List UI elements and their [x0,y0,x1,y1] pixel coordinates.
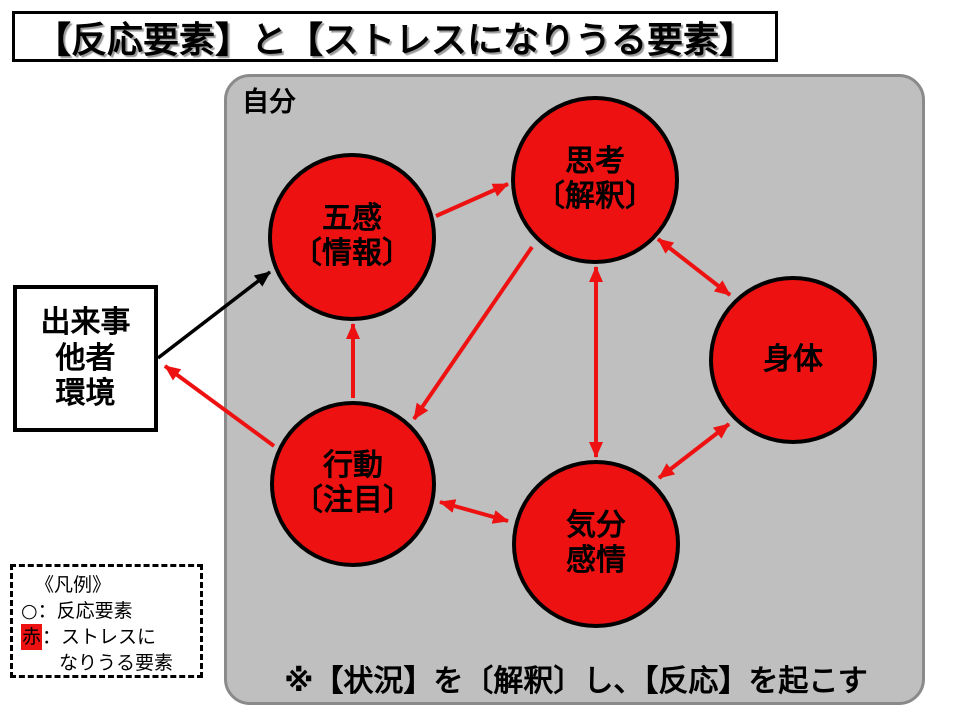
legend-item-stress: 赤：ストレスに [21,624,196,650]
legend-item1-label: 反応要素 [56,600,133,622]
legend-item-reaction: ○：反応要素 [21,598,196,624]
node-thinking-line1: 思考 [565,144,625,180]
node-body: 身体 [709,276,877,444]
node-thinking: 思考 〔解釈〕 [511,96,679,264]
page-title: 【反応要素】と【ストレスになりうる要素】 [34,19,755,61]
legend-item2-separator: ： [42,626,62,648]
legend-item2-label-line1: ストレスに [61,626,157,648]
circle-symbol-icon: ○ [21,600,38,622]
node-behavior-line2: 〔注目〕 [293,483,413,518]
node-mood-emotion-line2: 感情 [566,543,626,578]
legend-item2-label-line2: なりうる要素 [59,652,174,674]
external-events-line2: 他者 [55,340,116,376]
node-mood-emotion-line1: 気分 [566,508,626,544]
node-body-line1: 身体 [763,341,823,377]
node-thinking-line2: 〔解釈〕 [535,179,655,214]
red-swatch-icon: 赤 [21,624,43,650]
node-behavior: 行動 〔注目〕 [270,401,436,567]
node-five-senses: 五感 〔情報〕 [268,153,436,321]
title-box: 【反応要素】と【ストレスになりうる要素】 [12,11,778,62]
self-label: 自分 [242,87,296,118]
external-events-line1: 出来事 [40,305,131,341]
external-events-line3: 環境 [55,376,116,412]
footnote: ※【状況】を〔解釈〕し、【反応】を起こす [284,664,868,699]
node-five-senses-line2: 〔情報〕 [292,236,412,271]
external-events-box: 出来事 他者 環境 [13,285,158,432]
node-behavior-line1: 行動 [323,448,383,484]
node-five-senses-line1: 五感 [322,201,382,237]
legend-heading: 《凡例》 [35,574,112,596]
legend-item1-separator: ： [37,600,57,622]
node-mood-emotion: 気分 感情 [512,460,680,628]
legend-box: 《凡例》 ○：反応要素 赤：ストレスに なりうる要素 [10,564,203,678]
